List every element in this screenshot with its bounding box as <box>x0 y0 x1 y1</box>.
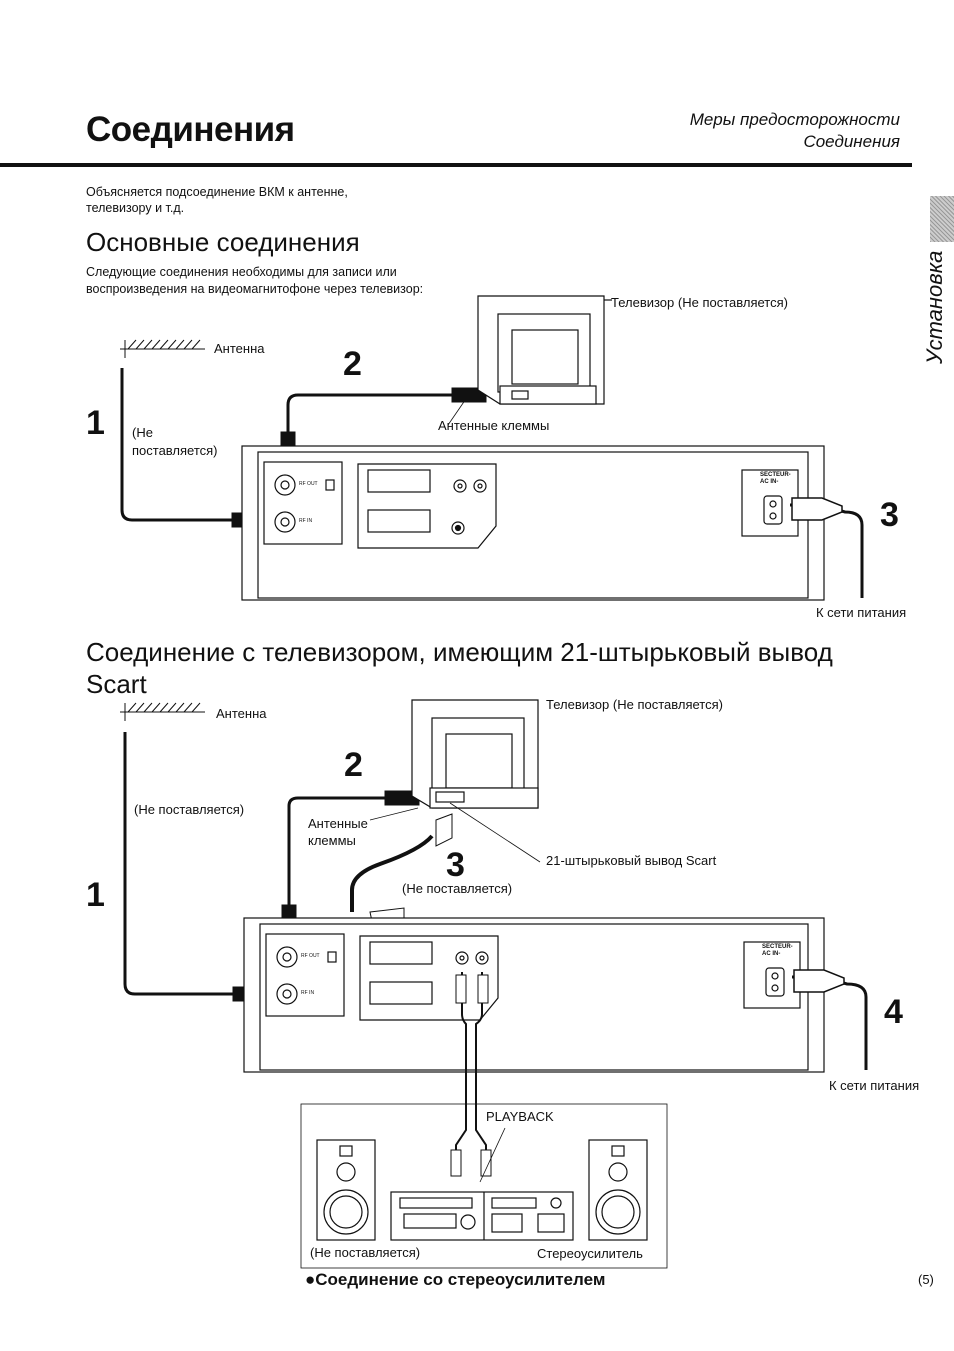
playback-label: PLAYBACK <box>486 1109 554 1124</box>
not-supplied-label-2: (Не поставляется) <box>134 802 245 817</box>
speaker-right-icon <box>588 1139 648 1241</box>
breadcrumb-line-1: Меры предосторожности <box>689 110 900 129</box>
step-2-label: 2 <box>343 345 362 383</box>
not-supplied-label-1: (Не поставляется) <box>132 425 218 458</box>
step-1-label-s2: 1 <box>86 876 105 914</box>
side-tab-shade <box>930 196 954 242</box>
side-tab: Установка <box>922 196 954 376</box>
speaker-left-icon <box>316 1139 376 1241</box>
rf-out-label-1: RF OUT <box>299 481 318 487</box>
step-4-label: 4 <box>884 993 903 1031</box>
diagram-scart <box>120 699 868 1269</box>
breadcrumb: Меры предосторожности Соединения <box>690 109 900 153</box>
section1-heading: Основные соединения <box>86 227 360 257</box>
rf-out-label-2: RF OUT <box>301 953 320 959</box>
amplifier-label: Стереоусилитель <box>537 1246 643 1261</box>
rf-in-label-2: RF IN <box>301 990 315 996</box>
rf-in-label-1: RF IN <box>299 518 313 524</box>
intro-text: Объясняется подсоединение ВКМ к антенне,… <box>86 185 348 215</box>
not-supplied-label-4: (Не поставляется) <box>310 1245 421 1260</box>
page-number: (5) <box>918 1272 934 1287</box>
section1-paragraph: Следующие соединения необходимы для запи… <box>86 265 424 296</box>
not-supplied-label-3: (Не поставляется) <box>402 881 513 896</box>
antenna-label-2: Антенна <box>216 706 267 721</box>
antenna-icon <box>120 339 205 358</box>
tv-label-2: Телевизор (Не поставляется) <box>546 697 723 712</box>
page-title: Соединения <box>86 110 295 149</box>
vcr-rear-2 <box>243 917 825 1073</box>
header-rule <box>0 163 912 167</box>
diagram-basic <box>120 295 864 601</box>
antenna-icon <box>120 702 205 721</box>
antenna-terminals-label-1: Антенные клеммы <box>438 418 550 433</box>
tv-icon-2 <box>411 699 539 809</box>
scart-label: 21-штырьковый вывод Scart <box>546 853 717 868</box>
power-label-1: К сети питания <box>816 605 907 620</box>
section2-heading: Соединение с телевизором, имеющим 21-шты… <box>86 637 833 699</box>
step-1-label: 1 <box>86 404 105 442</box>
power-label-2: К сети питания <box>829 1078 920 1093</box>
step-3-label: 3 <box>880 496 899 534</box>
step-3-label-s2: 3 <box>446 846 465 884</box>
tv-label-1: Телевизор (Не поставляется) <box>611 295 788 310</box>
secteur-label-1: SECTEUR-AC IN- <box>760 472 791 485</box>
secteur-label-2: SECTEUR-AC IN- <box>762 944 793 957</box>
vcr-rear-1 <box>241 445 825 601</box>
stereo-caption: ●Соединение со стереоусилителем <box>305 1270 606 1289</box>
amplifier-icon <box>390 1191 574 1241</box>
tv-icon-1 <box>477 295 612 405</box>
breadcrumb-line-2: Соединения <box>803 132 900 151</box>
antenna-label-1: Антенна <box>214 341 265 356</box>
step-2-label-s2: 2 <box>344 746 363 784</box>
